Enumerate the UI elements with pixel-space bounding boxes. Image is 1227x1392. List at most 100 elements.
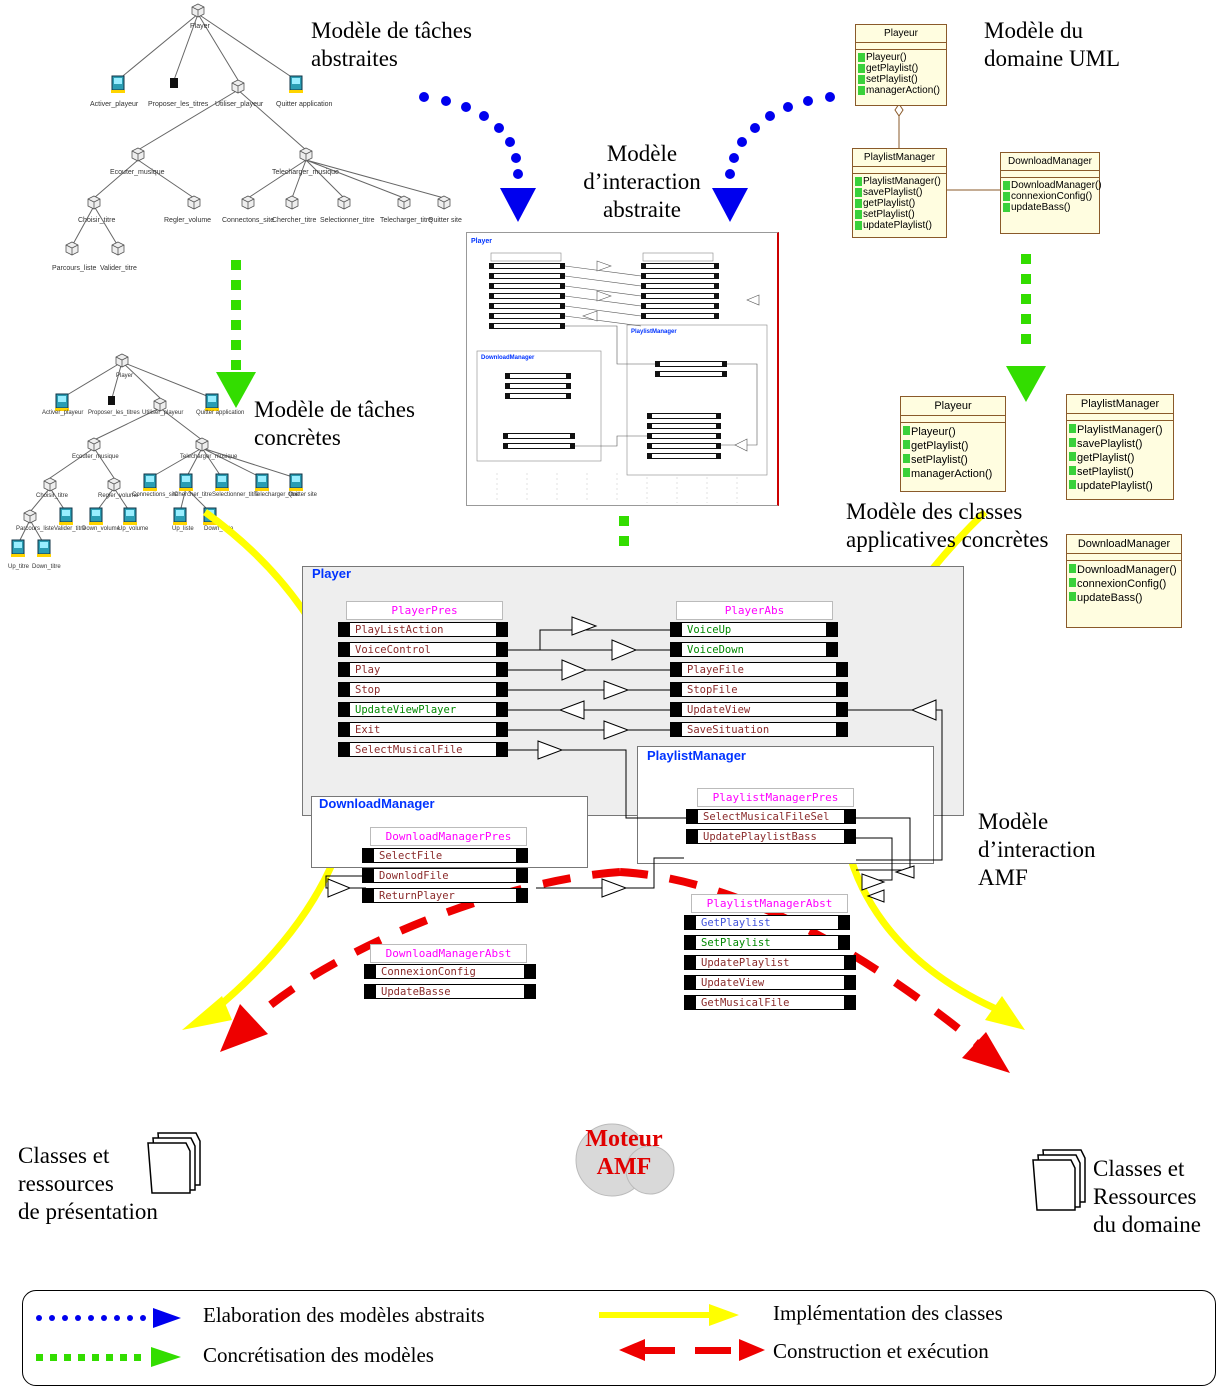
- legend-item-construction: Construction et exécution: [773, 1339, 989, 1363]
- uml-class-name: PlaylistManager: [1067, 395, 1173, 414]
- label-app-classes-model: Modèle des classes applicatives concrète…: [846, 499, 1049, 552]
- amf-port: UpdatePlaylistBass: [686, 829, 856, 844]
- abstract-task-nodes: [65, 3, 451, 256]
- amf-port: ReturnPlayer: [362, 888, 528, 903]
- presentation-docs-icon: [147, 1132, 201, 1194]
- amf-port: PlayListAction: [338, 622, 508, 637]
- amf-port: UpdateViewPlayer: [338, 702, 508, 717]
- amf-port: DownlodFile: [362, 868, 528, 883]
- amf-port: UpdatePlaylist: [684, 955, 856, 970]
- amf-port: VoiceDown: [670, 642, 838, 657]
- svg-text:Quitter site: Quitter site: [288, 492, 318, 498]
- gear-icon: [575, 1123, 675, 1197]
- svg-text:Up_volume: Up_volume: [118, 526, 149, 532]
- svg-text:Choisir_titre: Choisir_titre: [78, 217, 115, 224]
- svg-text:Regler_volume: Regler_volume: [164, 217, 211, 224]
- svg-text:Parcours_liste: Parcours_liste: [16, 526, 55, 532]
- svg-text:Proposer_les_titres: Proposer_les_titres: [88, 410, 140, 416]
- svg-text:Up_liste: Up_liste: [172, 526, 194, 532]
- label-amf-interaction-model: Modèle d’interaction AMF: [978, 809, 1096, 890]
- svg-text:Connectons_site: Connectons_site: [222, 217, 274, 224]
- abstract-interaction-sketch: Player: [471, 238, 768, 503]
- label-abstract-task-model: Modèle de tâches abstraites: [311, 18, 472, 71]
- svg-text:Player: Player: [471, 238, 492, 245]
- app-class-playeur: Playeur Playeur() getPlaylist() setPlayl…: [900, 396, 1006, 492]
- amf-port: ConnexionConfig: [364, 964, 536, 979]
- uml-operation: getPlaylist(): [858, 63, 946, 74]
- uml-operation: setPlaylist(): [1069, 465, 1173, 479]
- uml-operation: savePlaylist(): [855, 187, 946, 198]
- svg-text:Telecharger_musique: Telecharger_musique: [180, 454, 238, 460]
- uml-associations: [894, 103, 1000, 191]
- amf-playerabs-title: PlayerAbs: [676, 601, 833, 620]
- engine-label: Moteur AMF: [585, 1126, 663, 1180]
- app-class-downloadmanager: DownloadManager DownloadManager() connex…: [1066, 534, 1182, 628]
- abstract-interaction-thumbnail: Player: [466, 232, 779, 506]
- svg-text:Valider_titre: Valider_titre: [100, 265, 137, 272]
- uml-class-playeur: Playeur Playeur() getPlaylist() setPlayl…: [855, 24, 947, 106]
- amf-port: Play: [338, 662, 508, 677]
- label-concrete-task-model: Modèle de tâches concrètes: [254, 397, 415, 450]
- svg-text:Utiliser_playeur: Utiliser_playeur: [142, 410, 183, 416]
- uml-class-name: PlaylistManager: [853, 149, 946, 167]
- amf-port: SelectMusicalFile: [338, 742, 508, 757]
- amf-port: PlayeFile: [670, 662, 848, 677]
- svg-text:Telecharger_musique: Telecharger_musique: [272, 169, 339, 176]
- uml-class-name: DownloadManager: [1001, 153, 1099, 171]
- uml-operation: managerAction(): [858, 85, 946, 96]
- uml-class-name: Playeur: [901, 397, 1005, 416]
- amf-port: VoiceUp: [670, 622, 838, 637]
- svg-text:Selectionner_titre: Selectionner_titre: [212, 492, 259, 498]
- uml-operation: PlaylistManager(): [855, 176, 946, 187]
- svg-text:PlaylistManager: PlaylistManager: [631, 329, 677, 335]
- svg-text:Regler_volume: Regler_volume: [98, 493, 139, 499]
- svg-text:Valider_titre: Valider_titre: [54, 526, 86, 532]
- amf-port: SelectMusicalFileSel: [686, 809, 856, 824]
- svg-text:Quitter site: Quitter site: [428, 217, 462, 224]
- svg-text:Chercher_titre: Chercher_titre: [174, 492, 213, 498]
- legend-markers: [36, 1304, 765, 1367]
- svg-text:Player: Player: [190, 23, 211, 30]
- uml-class-name: DownloadManager: [1067, 535, 1181, 554]
- label-presentation-classes: Classes et ressources de présentation: [18, 1143, 158, 1224]
- domain-docs-icon: [1032, 1149, 1086, 1211]
- svg-text:DownloadManager: DownloadManager: [481, 355, 535, 361]
- uml-operation: DownloadManager(): [1003, 180, 1102, 191]
- uml-operation: getPlaylist(): [855, 198, 946, 209]
- svg-text:Quitter application: Quitter application: [196, 410, 244, 416]
- amf-port: SelectFile: [362, 848, 528, 863]
- uml-operation: updatePlaylist(): [1069, 479, 1173, 493]
- svg-text:Telecharger_titre: Telecharger_titre: [254, 492, 299, 498]
- amf-port: SaveSituation: [670, 722, 848, 737]
- amf-port: SetPlaylist: [684, 935, 850, 950]
- svg-text:Parcours_liste: Parcours_liste: [52, 265, 96, 272]
- uml-operation: setPlaylist(): [855, 209, 946, 220]
- label-uml-domain-model: Modèle du domaine UML: [984, 18, 1121, 71]
- svg-text:Telecharger_titre: Telecharger_titre: [380, 217, 432, 224]
- label-abstract-interaction-model: Modèle d’interaction abstraite: [583, 141, 701, 222]
- abstract-task-tree: [71, 13, 445, 247]
- uml-operation: getPlaylist(): [1069, 451, 1173, 465]
- svg-text:Ecouter_musique: Ecouter_musique: [110, 169, 165, 176]
- legend-item-implementation-clip: Implémentation des classes applicatives: [773, 1297, 1093, 1329]
- amf-downloadpres-title: DownloadManagerPres: [370, 827, 527, 846]
- uml-operation: getPlaylist(): [903, 439, 1005, 453]
- svg-text:Proposer_les_titres: Proposer_les_titres: [148, 101, 209, 108]
- legend-item-elaboration: Elaboration des modèles abstraits: [203, 1303, 485, 1327]
- svg-text:Ecouter_musique: Ecouter_musique: [72, 454, 119, 460]
- amf-port: StopFile: [670, 682, 848, 697]
- uml-operation: Playeur(): [858, 52, 946, 63]
- svg-text:Quitter application: Quitter application: [276, 101, 333, 108]
- uml-class-downloadmanager: DownloadManager DownloadManager() connex…: [1000, 152, 1102, 234]
- svg-text:Player: Player: [116, 373, 133, 379]
- uml-operation: setPlaylist(): [903, 453, 1005, 467]
- amf-port: GetPlaylist: [684, 915, 850, 930]
- uml-operation: DownloadManager(): [1069, 563, 1181, 577]
- label-domain-classes: Classes et Ressources du domaine: [1093, 1156, 1201, 1237]
- svg-text:Choisir_titre: Choisir_titre: [36, 493, 69, 499]
- amf-playlistabst-title: PlaylistManagerAbst: [691, 894, 848, 913]
- uml-operation: updateBass(): [1069, 591, 1181, 605]
